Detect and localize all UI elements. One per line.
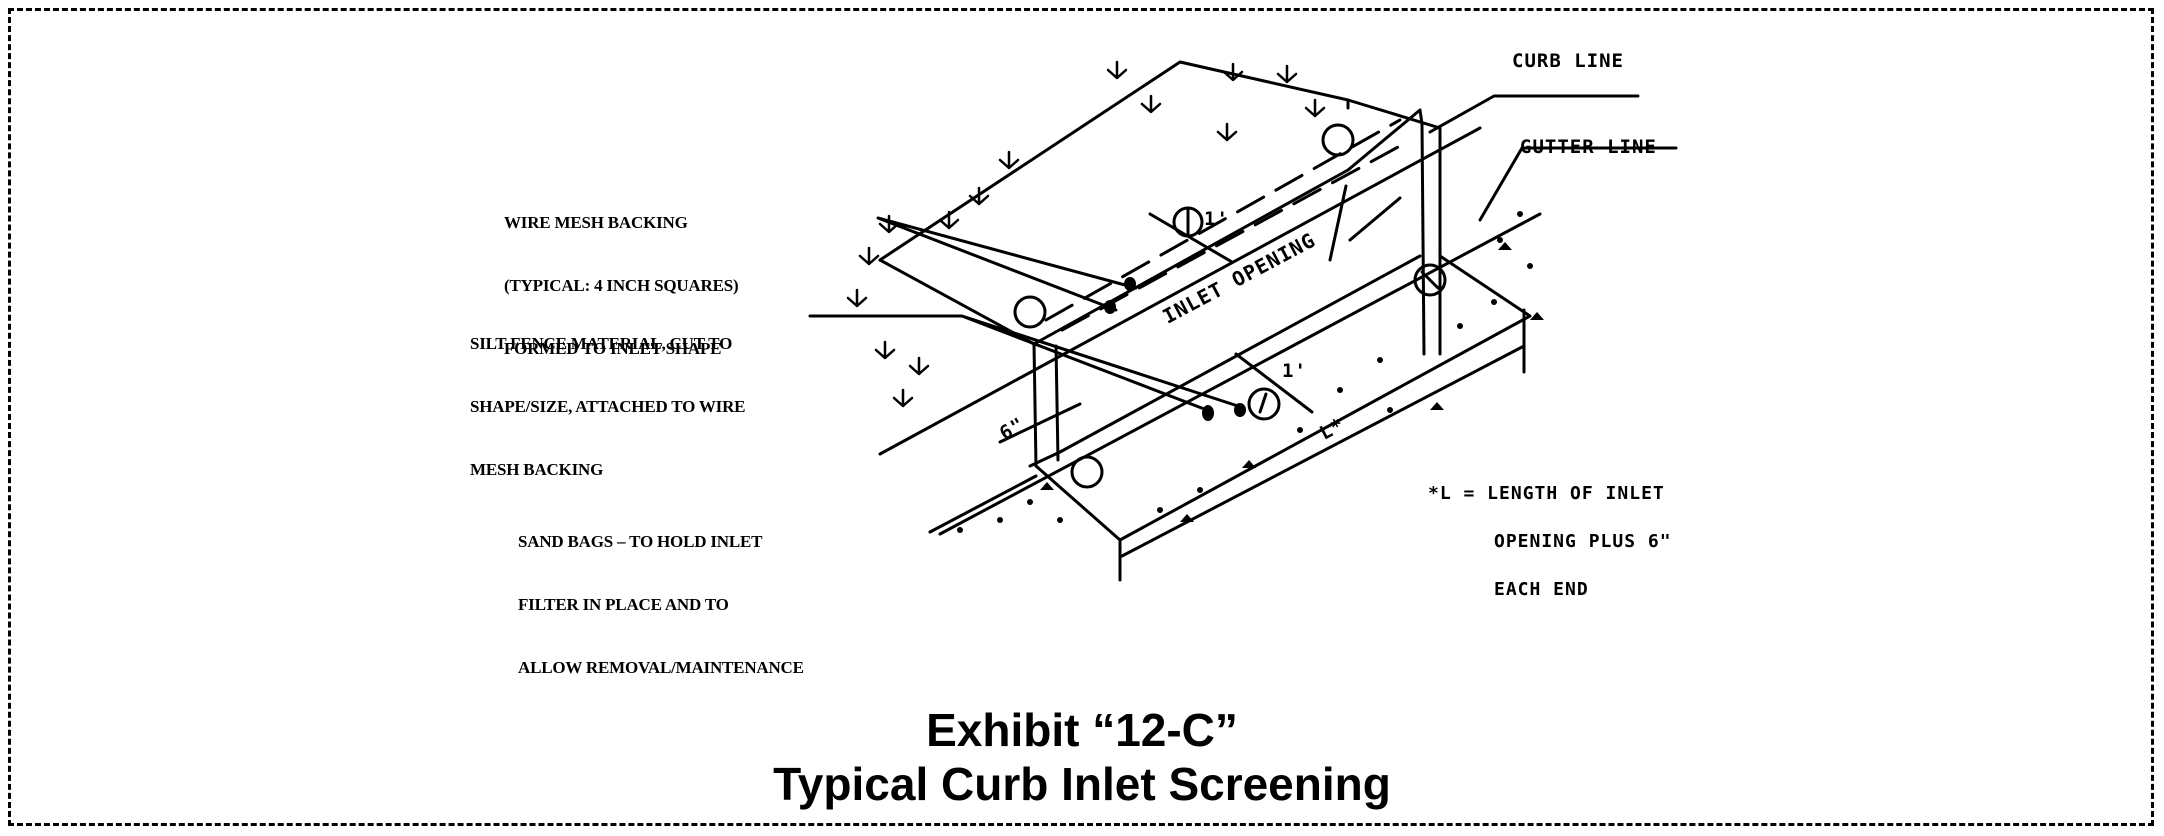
- curb-line-label: CURB LINE: [1512, 50, 1624, 72]
- gutter-pad: [1034, 254, 1532, 542]
- sand-bag: [1013, 295, 1047, 329]
- length-note-line: OPENING PLUS 6": [1494, 531, 1672, 552]
- aggregate-specks: [957, 211, 1544, 533]
- callout-line: SAND BAGS – TO HOLD INLET: [518, 532, 763, 551]
- exhibit-border: [8, 8, 2154, 826]
- exhibit-title: Typical Curb Inlet Screening: [773, 758, 1391, 810]
- leader-dot: [1234, 403, 1246, 417]
- exhibit-number: Exhibit “12-C”: [926, 704, 1238, 756]
- silt-fence-callout: SILT FENCE MATERIAL, CUT TO SHAPE/SIZE, …: [470, 291, 746, 501]
- length-note-line: EACH END: [1494, 579, 1589, 600]
- curb-line-edge: [878, 126, 1482, 456]
- sand-bag: [1070, 455, 1104, 489]
- silt-fence-leader: [808, 314, 1246, 414]
- wire-mesh-top-panel: [878, 60, 1350, 262]
- callout-line: SILT FENCE MATERIAL, CUT TO: [470, 334, 733, 353]
- sand-bag: [1413, 263, 1447, 297]
- leader-dot: [1124, 277, 1136, 291]
- dimension-1ft-lower: 1': [1282, 360, 1307, 382]
- dimension-1ft-upper: 1': [1204, 208, 1229, 230]
- callout-line: (TYPICAL: 4 INCH SQUARES): [504, 276, 739, 295]
- callout-line: WIRE MESH BACKING: [504, 213, 688, 232]
- leader-dot: [1104, 300, 1116, 314]
- length-note: *L = LENGTH OF INLET OPENING PLUS 6" EAC…: [1428, 454, 1672, 614]
- leader-dot: [1202, 405, 1214, 421]
- callout-line: FORMED TO INLET SHAPE: [504, 339, 722, 358]
- length-note-line: *L = LENGTH OF INLET: [1428, 483, 1665, 504]
- grass-symbols: [846, 60, 1326, 408]
- sand-bags-callout: SAND BAGS – TO HOLD INLET FILTER IN PLAC…: [518, 489, 804, 699]
- wire-mesh-leader: [876, 216, 1138, 312]
- callout-line: FILTER IN PLACE AND TO: [518, 595, 729, 614]
- callout-line: ALLOW REMOVAL/MAINTENANCE: [518, 658, 804, 677]
- gutter-line-label: GUTTER LINE: [1520, 136, 1657, 158]
- callout-line: SHAPE/SIZE, ATTACHED TO WIRE: [470, 397, 746, 416]
- wire-mesh-callout: WIRE MESH BACKING (TYPICAL: 4 INCH SQUAR…: [504, 170, 739, 380]
- sand-bag: [1321, 123, 1355, 157]
- inlet-opening-leader: [1328, 184, 1348, 262]
- sand-bag: [1247, 387, 1281, 421]
- callout-line: MESH BACKING: [470, 460, 604, 479]
